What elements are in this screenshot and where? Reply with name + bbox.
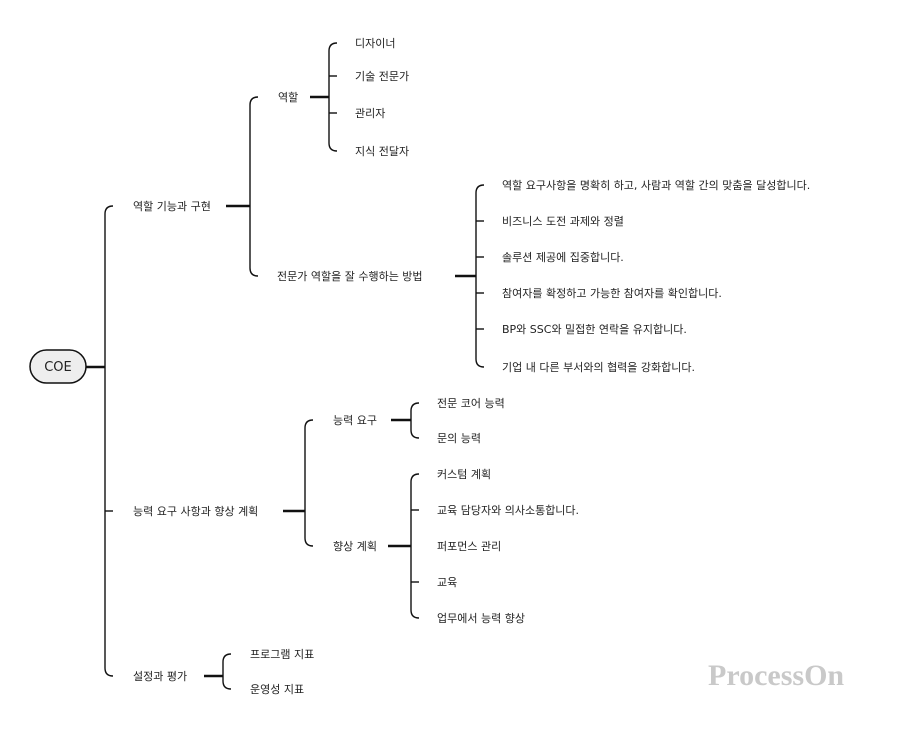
root-node[interactable]: COE bbox=[29, 349, 87, 384]
node-role[interactable]: 역할 bbox=[278, 91, 298, 104]
leaf-performance-mgmt[interactable]: 퍼포먼스 관리 bbox=[437, 540, 501, 553]
processon-watermark: ProcessOn bbox=[708, 659, 844, 692]
leaf-manager[interactable]: 관리자 bbox=[355, 107, 385, 120]
leaf-trainer-communication[interactable]: 교육 담당자와 의사소통합니다. bbox=[437, 504, 579, 517]
leaf-method-2[interactable]: 비즈니스 도전 과제와 정렬 bbox=[502, 215, 624, 228]
leaf-method-3[interactable]: 솔루션 제공에 집중합니다. bbox=[502, 251, 624, 264]
root-label: COE bbox=[44, 360, 72, 375]
node-capability-requirement[interactable]: 능력 요구 bbox=[333, 414, 377, 427]
node-expert-method[interactable]: 전문가 역할을 잘 수행하는 방법 bbox=[277, 269, 423, 283]
connector-lines bbox=[86, 42, 485, 690]
leaf-operational-metric[interactable]: 운영성 지표 bbox=[250, 683, 304, 696]
leaf-designer[interactable]: 디자이너 bbox=[355, 37, 395, 50]
node-improvement-plan[interactable]: 향상 계획 bbox=[333, 540, 377, 553]
node-capability-plan[interactable]: 능력 요구 사항과 향상 계획 bbox=[133, 505, 258, 518]
leaf-custom-plan[interactable]: 커스텀 계획 bbox=[437, 468, 491, 481]
leaf-core-capability[interactable]: 전문 코어 능력 bbox=[437, 397, 505, 410]
leaf-method-4[interactable]: 참여자를 확정하고 가능한 참여자를 확인합니다. bbox=[502, 286, 722, 300]
leaf-method-1[interactable]: 역할 요구사항을 명확히 하고, 사람과 역할 간의 맞춤을 달성합니다. bbox=[502, 178, 810, 192]
leaf-inquiry-capability[interactable]: 문의 능력 bbox=[437, 432, 481, 445]
leaf-on-job-improvement[interactable]: 업무에서 능력 향상 bbox=[437, 612, 525, 625]
leaf-education[interactable]: 교육 bbox=[437, 576, 457, 589]
leaf-method-6[interactable]: 기업 내 다른 부서와의 협력을 강화합니다. bbox=[502, 361, 695, 374]
leaf-program-metric[interactable]: 프로그램 지표 bbox=[250, 648, 314, 661]
node-role-function[interactable]: 역할 기능과 구현 bbox=[133, 200, 211, 213]
leaf-method-5[interactable]: BP와 SSC와 밀접한 연락을 유지합니다. bbox=[502, 323, 687, 336]
leaf-tech-expert[interactable]: 기술 전문가 bbox=[355, 70, 409, 83]
node-setup-evaluation[interactable]: 설정과 평가 bbox=[133, 670, 187, 683]
leaf-knowledge-transfer[interactable]: 지식 전달자 bbox=[355, 145, 409, 158]
